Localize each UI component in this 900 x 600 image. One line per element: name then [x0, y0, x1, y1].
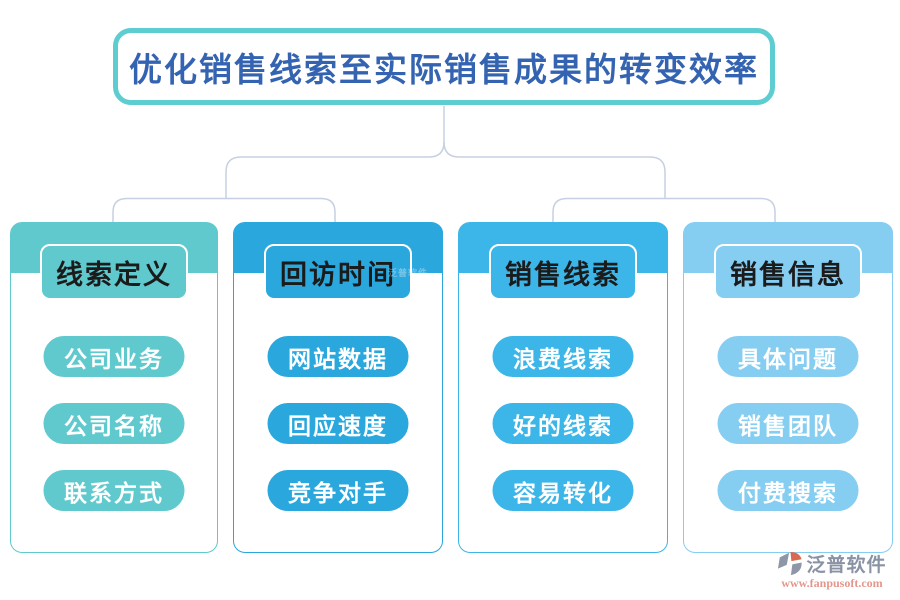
column-header: 销售信息: [714, 244, 862, 300]
fanpu-logo-icon: [778, 551, 803, 576]
column-header: 回访时间: [264, 244, 412, 300]
branding: 泛普软件 www.fanpusoft.com: [768, 549, 896, 591]
node-item: 付费搜索: [715, 468, 861, 513]
column-sales-leads: 销售线索 浪费线索 好的线索 容易转化: [458, 222, 668, 553]
node-item: 容易转化: [490, 468, 636, 513]
column-sales-info: 销售信息 具体问题 销售团队 付费搜索: [683, 222, 893, 553]
split-right: [552, 197, 776, 222]
diagram-title: 优化销售线索至实际销售成果的转变效率: [113, 28, 775, 105]
node-item: 公司名称: [41, 401, 187, 446]
node-item: 销售团队: [715, 401, 861, 446]
node-item: 具体问题: [715, 334, 861, 379]
node-item: 公司业务: [41, 334, 187, 379]
logo-url: www.fanpusoft.com: [781, 576, 883, 590]
branch-left: [225, 141, 445, 198]
column-clue-definition: 线索定义 公司业务 公司名称 联系方式: [10, 222, 218, 553]
node-item: 浪费线索: [490, 334, 636, 379]
split-left: [112, 197, 336, 222]
logo-text: 泛普软件: [806, 554, 887, 576]
column-callback-time: 回访时间 网站数据 回应速度 竞争对手: [233, 222, 443, 553]
node-item: 好的线索: [490, 401, 636, 446]
node-item: 网站数据: [265, 334, 411, 379]
node-item: 竞争对手: [265, 468, 411, 513]
column-header: 线索定义: [40, 244, 188, 300]
node-item: 联系方式: [41, 468, 187, 513]
node-item: 回应速度: [265, 401, 411, 446]
branch-right: [443, 141, 666, 198]
column-header: 销售线索: [489, 244, 637, 300]
watermark: 泛普软件: [388, 268, 429, 278]
